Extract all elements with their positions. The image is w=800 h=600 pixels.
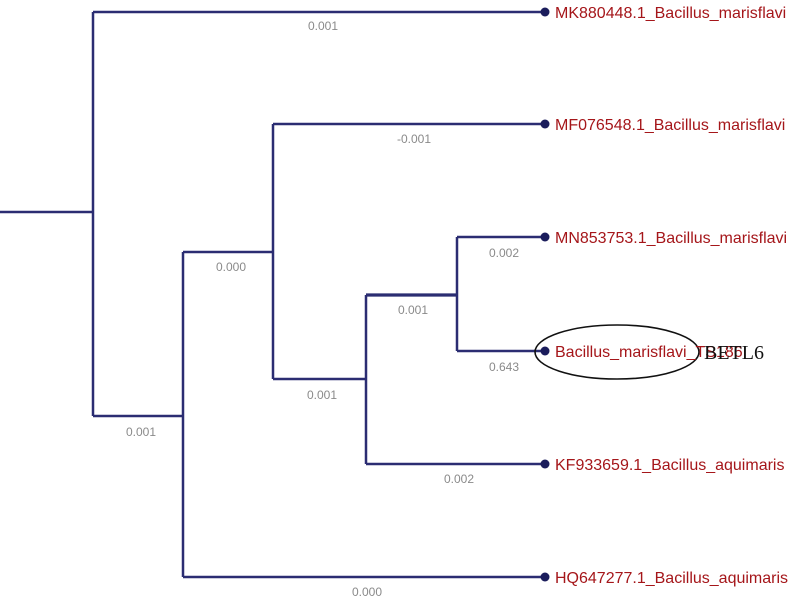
highlight-ellipse (534, 324, 700, 380)
taxon-label-hq647277: HQ647277.1_Bacillus_aquimaris (555, 570, 788, 587)
branch-length-clade-main: 0.001 (126, 425, 156, 439)
branch-length-hq647277: 0.000 (352, 585, 382, 599)
branch-length-clade-mn-ts: 0.001 (398, 303, 428, 317)
branch-length-mf076548: -0.001 (397, 132, 431, 146)
tip-node-ts186 (540, 346, 550, 356)
taxon-label-kf933659: KF933659.1_Bacillus_aquimaris (555, 457, 784, 474)
tip-node-kf933659 (540, 459, 550, 469)
branch-length-clade-mf-group: 0.000 (216, 260, 246, 274)
branch-length-ts186: 0.643 (489, 360, 519, 374)
tip-node-mk880448 (540, 7, 550, 17)
branch-length-clade-mn-group: 0.001 (307, 388, 337, 402)
tip-node-mf076548 (540, 119, 550, 129)
taxon-label-mn853753: MN853753.1_Bacillus_marisflavi (555, 230, 787, 247)
taxon-label-ts186: Bacillus_marisflavi_TS186 (555, 344, 743, 361)
branch-length-mk880448: 0.001 (308, 19, 338, 33)
branch-length-kf933659: 0.002 (444, 472, 474, 486)
branch-length-mn853753: 0.002 (489, 246, 519, 260)
tip-node-hq647277 (540, 572, 550, 582)
highlight-tag-betl6: BETL6 (704, 342, 764, 364)
taxon-label-mf076548: MF076548.1_Bacillus_marisflavi (555, 117, 785, 134)
taxon-label-mk880448: MK880448.1_Bacillus_marisflavi (555, 5, 786, 22)
tip-node-mn853753 (540, 232, 550, 242)
